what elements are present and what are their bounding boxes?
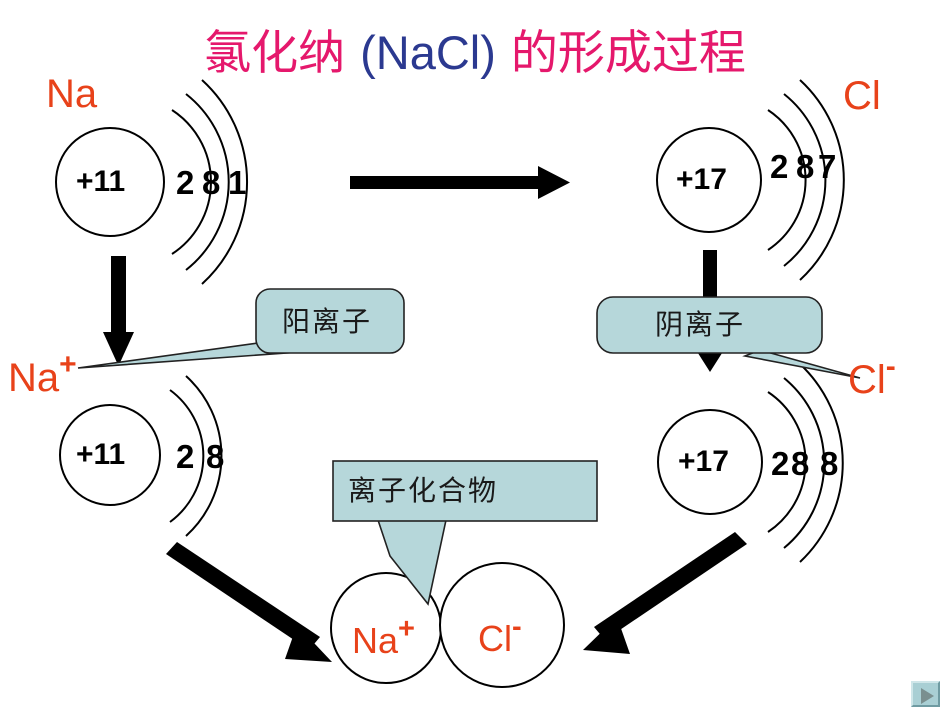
reaction-arrow-horizontal xyxy=(350,166,570,199)
sodium-ion-charge-sign: + xyxy=(59,348,77,381)
play-triangle-icon xyxy=(921,688,934,704)
slide-title: 氯化纳 (NaCl) 的形成过程 xyxy=(0,28,950,78)
sodium-atom-symbol-label: Na xyxy=(46,72,98,116)
chloride-ion-shell-count-3: 8 xyxy=(820,445,839,482)
compound-chloride-ion-text: Cl xyxy=(478,618,512,659)
chloride-ion-symbol-label: Cl- xyxy=(848,350,896,402)
compound-sodium-ion-label: Na+ xyxy=(352,615,415,659)
chloride-ion-symbol-text: Cl xyxy=(848,358,886,402)
slide-title-formula: (NaCl) xyxy=(360,26,496,79)
callout-anion-label: 阴离子 xyxy=(655,308,746,341)
sodium-atom-shell-count-2: 8 xyxy=(202,164,221,201)
chlorine-atom-nucleus-label: +17 xyxy=(676,163,727,196)
chloride-ion-shell-count-2: 8 xyxy=(791,445,810,482)
chlorine-atom-shell-count-1: 2 xyxy=(770,148,789,185)
arrow-cation-to-compound xyxy=(166,542,332,662)
next-slide-button[interactable] xyxy=(911,681,940,707)
compound-sodium-ion-charge: + xyxy=(398,613,415,645)
sodium-atom-shell-count-1: 2 xyxy=(176,164,195,201)
chloride-ion-shell-count-1: 2 xyxy=(771,445,790,482)
callout-cation-label: 阳离子 xyxy=(282,305,373,338)
arrow-sodium-to-cation xyxy=(103,256,134,366)
sodium-atom-nucleus-label: +11 xyxy=(76,165,126,198)
callout-ionic-compound-label: 离子化合物 xyxy=(348,474,499,507)
compound-chloride-ion-label: Cl- xyxy=(478,613,522,657)
arrow-anion-to-compound xyxy=(583,532,747,654)
slide-title-cn-right: 的形成过程 xyxy=(495,26,746,81)
chlorine-atom-shell-count-2: 8 xyxy=(796,148,815,185)
compound-sodium-ion-text: Na xyxy=(352,620,399,661)
sodium-ion-symbol-text: Na xyxy=(8,356,60,400)
sodium-ion-nucleus-label: +11 xyxy=(76,438,126,471)
chloride-ion-charge-sign: - xyxy=(885,350,896,383)
chlorine-atom-symbol-label: Cl xyxy=(843,74,881,118)
chloride-ion-nucleus-label: +17 xyxy=(678,445,729,478)
compound-chloride-ion-charge: - xyxy=(512,611,522,643)
chlorine-atom-shell-count-3: 7 xyxy=(818,148,837,185)
sodium-atom-shell-count-3: 1 xyxy=(228,164,247,201)
slide-title-cn-left: 氯化纳 xyxy=(204,26,361,81)
sodium-ion-shell-count-2: 8 xyxy=(206,438,225,475)
sodium-ion-shell-count-1: 2 xyxy=(176,438,195,475)
sodium-ion-symbol-label: Na+ xyxy=(8,348,77,400)
